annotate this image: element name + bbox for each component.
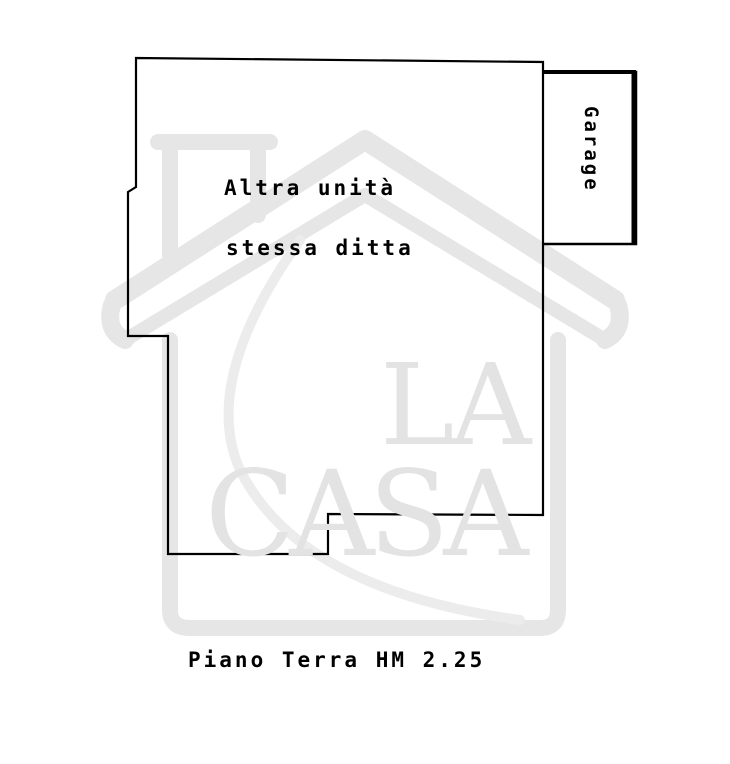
watermark-brand-casa: CASA: [205, 445, 529, 583]
watermark-brand-la: LA: [380, 341, 531, 471]
garage-label: Garage: [580, 106, 602, 193]
main-unit-label-line2: stessa ditta: [226, 236, 414, 260]
floor-caption: Piano Terra HM 2.25: [188, 648, 486, 672]
main-unit-outline: [126, 56, 545, 556]
garage-outline: [543, 70, 638, 246]
house-logo-icon: [101, 130, 629, 636]
main-unit-label-line1: Altra unità: [224, 176, 397, 200]
